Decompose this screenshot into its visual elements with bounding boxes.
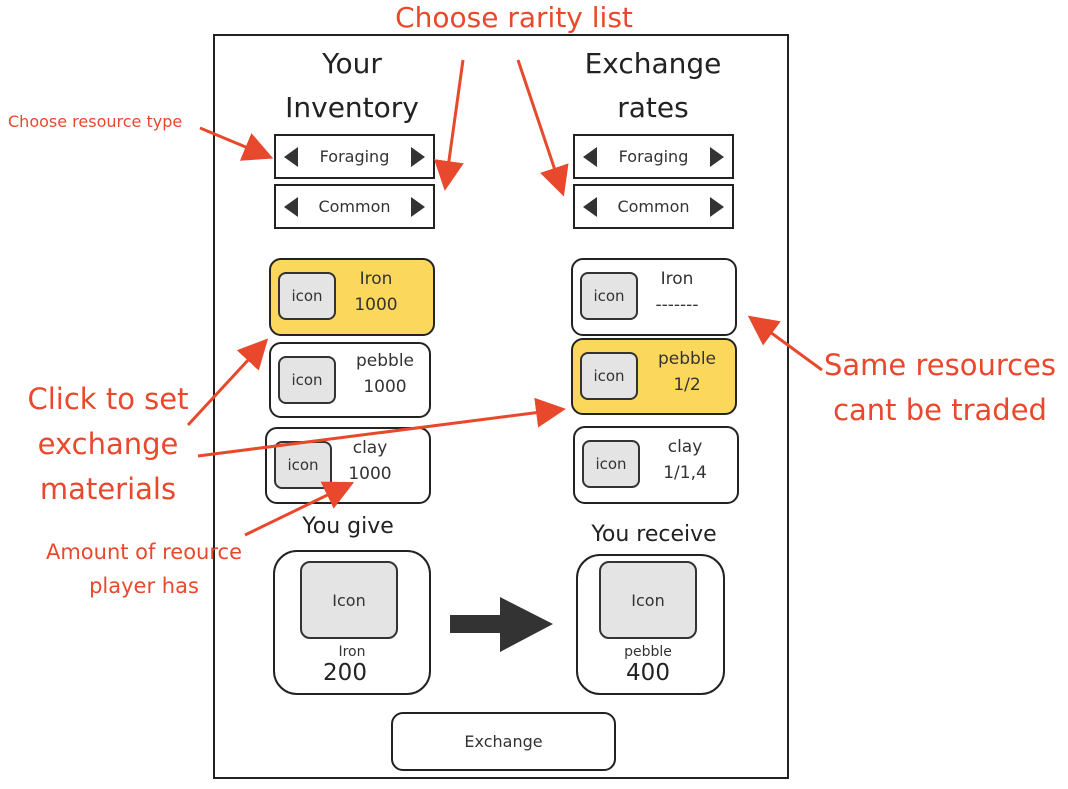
inventory-title-line2: Inventory <box>285 91 419 124</box>
inventory-item-text: pebble 1000 <box>345 348 425 400</box>
exchange-arrow-icon <box>450 597 553 652</box>
pebble-icon: icon <box>580 352 638 400</box>
annotation-resource-type: Choose resource type <box>8 112 183 131</box>
rates-type-label: Foraging <box>618 147 689 166</box>
item-rate: 1/2 <box>673 375 701 395</box>
item-rate: ------- <box>655 295 699 315</box>
annotation-same-line1: Same resources <box>823 348 1057 382</box>
rates-title-line2: rates <box>617 91 689 124</box>
rate-item-pebble[interactable]: icon pebble 1/2 <box>571 338 737 415</box>
rarity-arrow-right <box>516 59 569 197</box>
pebble-icon: icon <box>278 356 336 404</box>
annotation-rarity: Choose rarity list <box>395 1 633 34</box>
receive-item-name: pebble <box>624 644 672 660</box>
arrow-left-icon[interactable] <box>284 196 298 217</box>
arrow-left-icon[interactable] <box>284 146 298 167</box>
item-name: pebble <box>355 351 414 371</box>
give-item-qty: 200 <box>323 660 367 686</box>
click-set-arrow-1 <box>186 338 269 427</box>
give-item-icon: Icon <box>300 561 398 639</box>
click-set-arrow-2 <box>197 397 566 458</box>
item-name: pebble <box>657 349 716 369</box>
iron-icon: icon <box>580 272 638 320</box>
receive-item-qty: 400 <box>626 660 670 686</box>
annotation-amount-line1: Amount of reource <box>45 540 242 564</box>
give-card: Icon Iron 200 <box>273 550 431 695</box>
inventory-rarity-selector[interactable]: Common <box>274 184 435 229</box>
inventory-item-text: Iron 1000 <box>341 266 411 318</box>
item-amount: 1000 <box>354 295 398 315</box>
rates-rarity-label: Common <box>617 197 690 216</box>
inventory-item-pebble[interactable]: icon pebble 1000 <box>269 342 431 418</box>
inventory-title-line1: Your <box>322 47 382 80</box>
receive-card: Icon pebble 400 <box>576 554 725 695</box>
item-rate: 1/1,4 <box>663 463 707 483</box>
rates-rarity-selector[interactable]: Common <box>573 184 734 229</box>
give-label: You give <box>302 514 394 539</box>
resource-type-arrow <box>199 126 274 161</box>
rate-item-iron[interactable]: icon Iron ------- <box>571 258 737 336</box>
receive-label: You receive <box>591 522 717 547</box>
inventory-title: Your Inventory <box>262 42 442 130</box>
exchange-button[interactable]: Exchange <box>391 712 616 771</box>
annotation-click-set: Click to set exchange materials <box>20 377 196 512</box>
item-amount: 1000 <box>363 377 407 397</box>
arrow-right-icon[interactable] <box>410 146 425 167</box>
annotation-same-resources: Same resources cant be traded <box>818 343 1062 433</box>
item-name: clay <box>352 438 388 458</box>
clay-icon: icon <box>582 440 640 488</box>
rarity-arrow-left <box>434 59 465 191</box>
rates-title: Exchange rates <box>558 42 748 130</box>
arrow-right-icon[interactable] <box>709 146 724 167</box>
rates-type-selector[interactable]: Foraging <box>573 134 734 179</box>
rate-item-text: Iron ------- <box>645 266 709 318</box>
annotation-amount-line2: player has <box>89 574 199 598</box>
item-name: Iron <box>660 269 694 289</box>
give-item-name: Iron <box>338 644 366 660</box>
annotation-click-set-line1: Click to set <box>27 382 189 416</box>
rate-item-text: clay 1/1,4 <box>653 434 717 486</box>
inventory-type-label: Foraging <box>319 147 390 166</box>
arrow-right-icon[interactable] <box>710 196 724 217</box>
iron-icon: icon <box>278 272 336 320</box>
inventory-rarity-label: Common <box>318 197 391 216</box>
rate-item-clay[interactable]: icon clay 1/1,4 <box>573 426 739 504</box>
rate-item-text: pebble 1/2 <box>647 346 727 398</box>
amount-arrow <box>244 481 355 537</box>
annotation-click-set-line2: exchange <box>37 427 179 461</box>
arrow-left-icon[interactable] <box>583 196 597 217</box>
inventory-type-selector[interactable]: Foraging <box>274 134 435 179</box>
clay-icon: icon <box>274 441 332 489</box>
item-name: Iron <box>359 269 393 289</box>
item-amount: 1000 <box>348 464 392 484</box>
item-name: clay <box>667 437 703 457</box>
same-resources-arrow <box>747 315 823 372</box>
arrow-left-icon[interactable] <box>583 146 597 167</box>
inventory-item-text: clay 1000 <box>335 435 405 487</box>
arrow-right-icon[interactable] <box>411 196 425 217</box>
annotation-amount: Amount of reource player has <box>30 535 258 603</box>
receive-item-icon: Icon <box>599 561 697 639</box>
inventory-item-iron[interactable]: icon Iron 1000 <box>269 258 435 336</box>
annotation-same-line2: cant be traded <box>833 393 1047 427</box>
annotation-click-set-line3: materials <box>39 472 177 506</box>
rates-title-line1: Exchange <box>584 47 722 80</box>
